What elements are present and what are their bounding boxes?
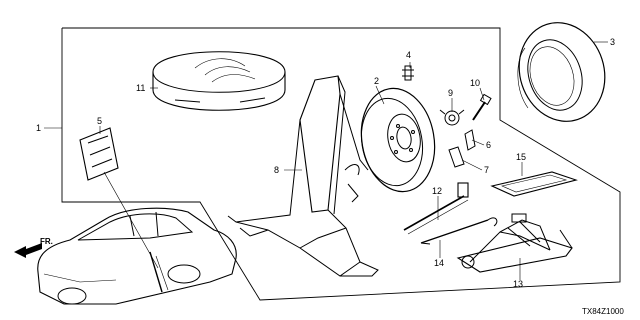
jack-bar [420, 217, 498, 245]
callout-15: 15 [516, 152, 526, 162]
callout-1: 1 [36, 123, 41, 133]
jack-holder-bracket [227, 75, 379, 277]
callout-13: 13 [513, 279, 523, 289]
callout-8: 8 [274, 165, 279, 175]
direction-label: FR. [40, 237, 53, 246]
leader-trunk [103, 171, 159, 269]
callout-10: 10 [470, 78, 480, 88]
rubber-strip [448, 146, 465, 168]
assembly-boundary [61, 27, 621, 301]
diagram-code: TX84Z1000 [582, 307, 624, 316]
callout-14: 14 [434, 258, 444, 268]
scissor-jack [456, 213, 573, 273]
callout-4: 4 [406, 50, 411, 60]
callout-6: 6 [486, 140, 491, 150]
vehicle [37, 207, 237, 305]
tire [517, 22, 606, 122]
callout-7: 7 [484, 165, 489, 175]
spare-wheel-cover [152, 51, 286, 111]
callout-12: 12 [432, 186, 442, 196]
hold-down-bolt [472, 93, 492, 121]
leader-lines [44, 41, 608, 280]
pad [464, 129, 476, 151]
callout-11: 11 [136, 83, 145, 93]
front-direction-arrow-icon [14, 243, 42, 258]
callout-5: 5 [97, 116, 102, 126]
label-plate [79, 127, 119, 181]
wing-nut [439, 109, 465, 126]
tool-bag [490, 171, 578, 197]
spare-wheel [360, 87, 436, 193]
callout-2: 2 [374, 76, 379, 86]
wheel-bolt [402, 65, 414, 81]
callout-3: 3 [610, 37, 615, 47]
callout-9: 9 [448, 88, 453, 98]
